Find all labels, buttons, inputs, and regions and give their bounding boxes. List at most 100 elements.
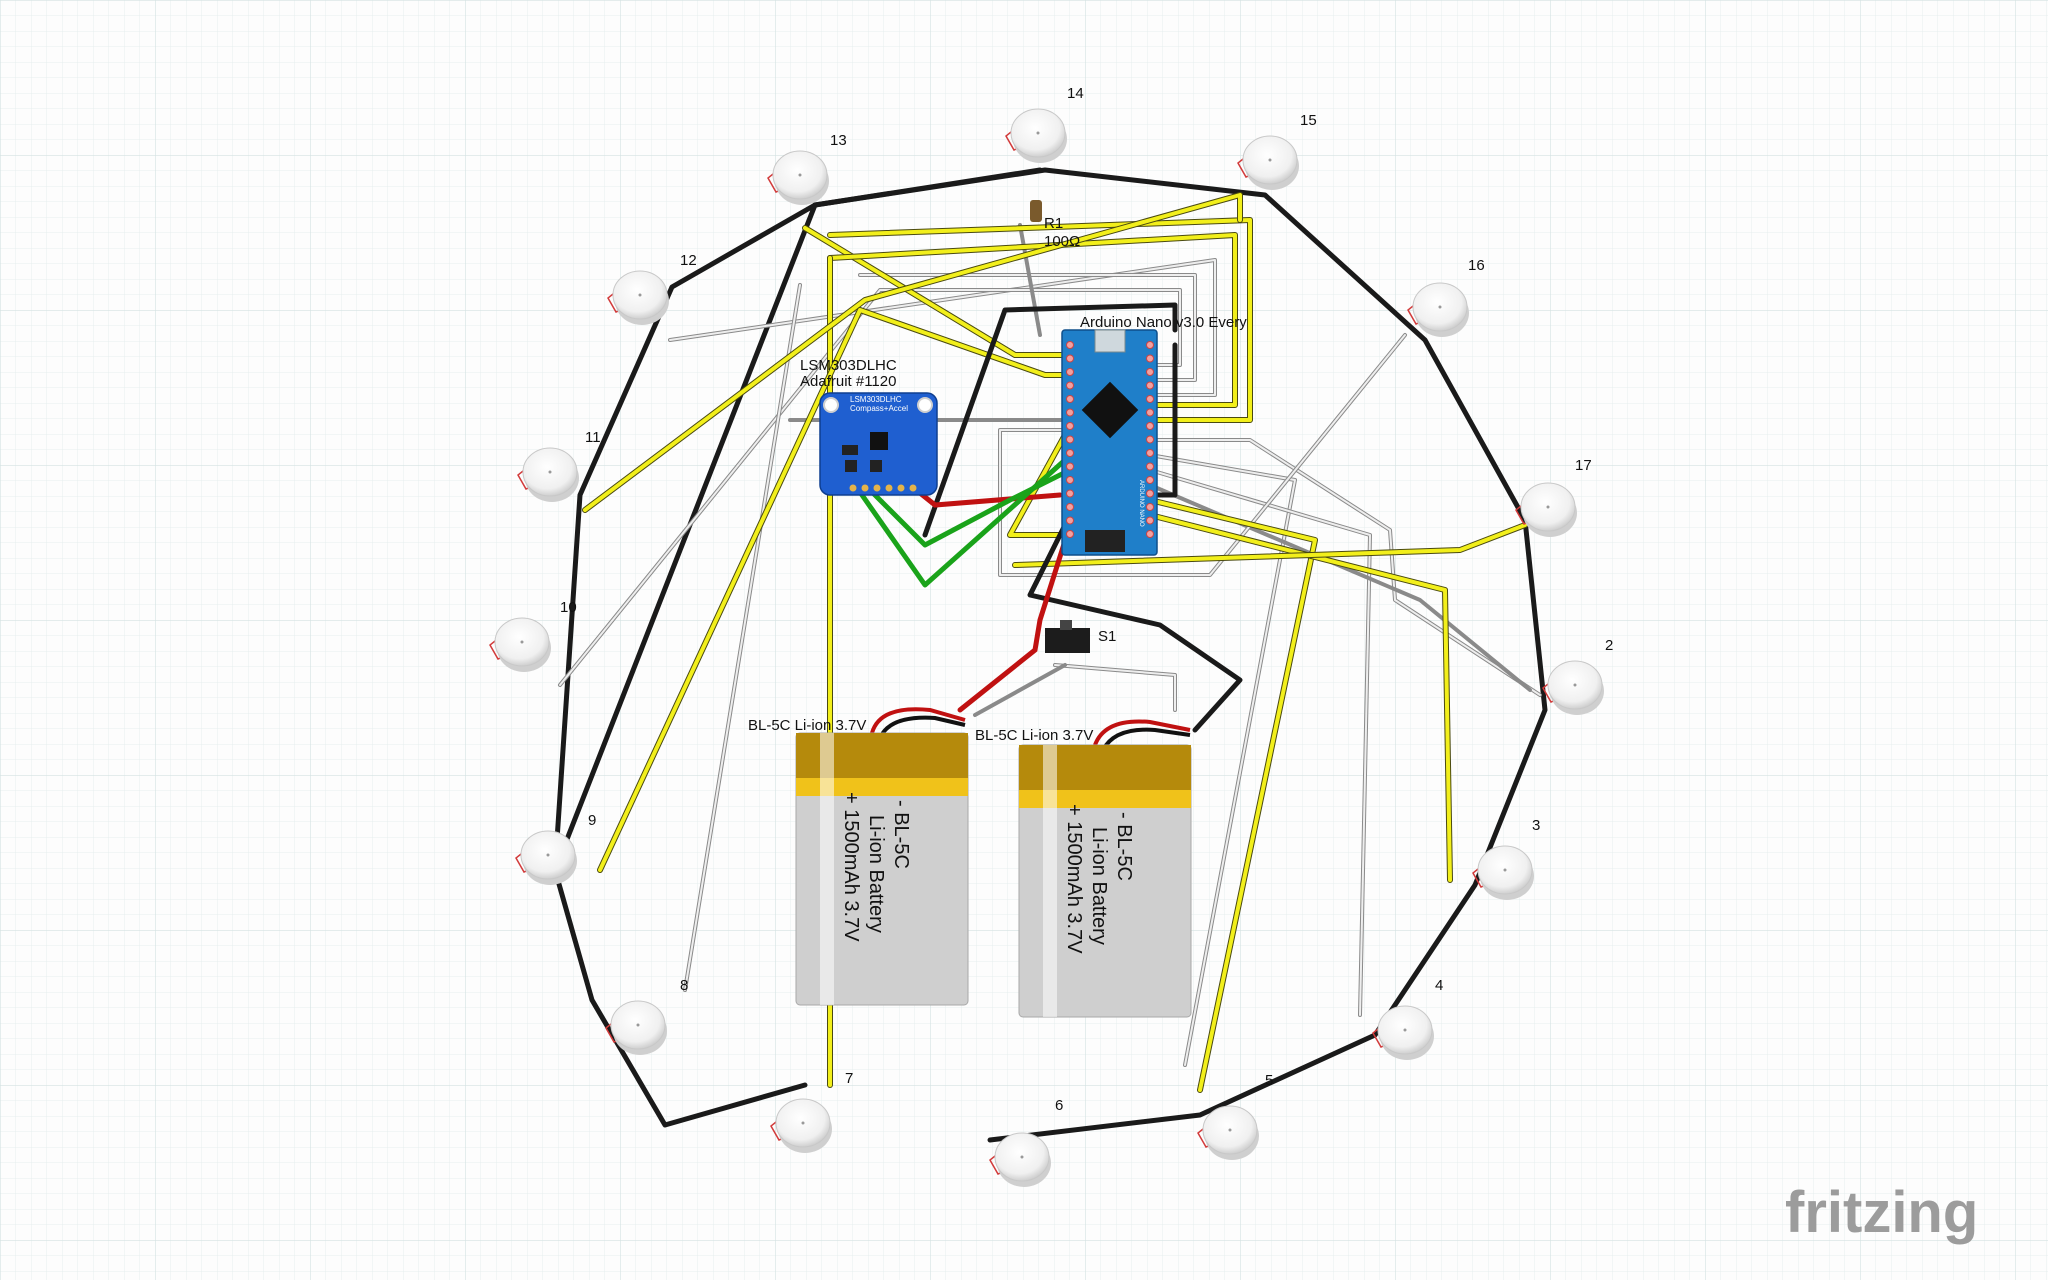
vibration-motor-9[interactable]: 9 bbox=[515, 812, 596, 885]
arduino-pin bbox=[1146, 341, 1154, 349]
vibration-motor-17[interactable]: 17 bbox=[1515, 457, 1592, 537]
vibration-motor-5[interactable]: 5 bbox=[1197, 1072, 1273, 1160]
vibration-motor-14[interactable]: 14 bbox=[1005, 85, 1084, 163]
arduino-pin bbox=[1146, 395, 1154, 403]
battery-1[interactable]: BL-5C Li-ion 3.7V - BL-5C Li-ion Battery… bbox=[748, 707, 969, 1006]
sensor-ic-small bbox=[845, 460, 857, 472]
vibration-motor-16[interactable]: 16 bbox=[1407, 257, 1485, 337]
motor-label: 6 bbox=[1055, 1097, 1063, 1114]
motor-label: 15 bbox=[1300, 112, 1317, 129]
vibration-motor-11[interactable]: 11 bbox=[517, 429, 601, 502]
sensor-regulator bbox=[842, 445, 858, 455]
resistor-body bbox=[1030, 200, 1042, 222]
arduino-pin bbox=[1146, 354, 1154, 363]
battery-1-caption: BL-5C Li-ion 3.7V bbox=[748, 717, 866, 734]
battery-2-stripe bbox=[1043, 745, 1057, 1017]
arduino-pin bbox=[1146, 462, 1154, 471]
arduino-pin bbox=[1066, 476, 1074, 484]
motor-label: 4 bbox=[1435, 977, 1443, 994]
battery-1-stripe bbox=[820, 733, 834, 1005]
sensor-board-line1: LSM303DLHC bbox=[850, 395, 902, 404]
arduino-title: Arduino Nano v3.0 Every bbox=[1080, 314, 1247, 331]
motor-label: 3 bbox=[1532, 817, 1540, 834]
arduino-nano[interactable]: Arduino Nano v3.0 Every ARDUINO NANO bbox=[1061, 314, 1247, 556]
motor-label: 17 bbox=[1575, 457, 1592, 474]
vibration-motor-10[interactable]: 10 bbox=[489, 599, 577, 672]
battery-1-leads bbox=[870, 707, 966, 734]
switch-body bbox=[1045, 628, 1090, 653]
mount-hole-right bbox=[917, 397, 933, 413]
switch-s1[interactable]: S1 bbox=[1045, 620, 1116, 653]
resistor-name: R1 bbox=[1044, 215, 1063, 232]
vibration-motors: 2 3 4 5 6 7 8 9 10 11 12 13 14 15 16 17 bbox=[489, 85, 1613, 1187]
arduino-pin bbox=[1146, 435, 1154, 444]
fritzing-watermark: fritzing bbox=[1785, 1180, 1978, 1245]
mcu-chip bbox=[1081, 381, 1139, 439]
icsp-header bbox=[1085, 530, 1125, 552]
battery-2-line2: Li-ion Battery bbox=[1088, 827, 1110, 945]
arduino-pin bbox=[1146, 422, 1154, 430]
vibration-motor-6[interactable]: 6 bbox=[989, 1097, 1063, 1187]
arduino-pin bbox=[1146, 489, 1154, 498]
motor-label: 8 bbox=[680, 977, 688, 994]
arduino-pins bbox=[1066, 341, 1154, 538]
battery-2[interactable]: BL-5C Li-ion 3.7V - BL-5C Li-ion Battery… bbox=[975, 719, 1192, 1018]
arduino-pin bbox=[1146, 381, 1154, 390]
battery-1-line1: - BL-5C bbox=[890, 800, 912, 869]
arduino-pin bbox=[1146, 368, 1154, 376]
resistor-value: 100Ω bbox=[1044, 233, 1080, 250]
motor-label: 16 bbox=[1468, 257, 1485, 274]
arduino-pin bbox=[1066, 422, 1074, 430]
arduino-pin bbox=[1066, 354, 1074, 363]
black-signal-wires bbox=[922, 302, 1243, 733]
sensor-board-line2: Compass+Accel bbox=[850, 404, 908, 413]
arduino-pin bbox=[1066, 449, 1074, 457]
battery-2-leads bbox=[1093, 719, 1191, 746]
vibration-motor-3[interactable]: 3 bbox=[1472, 817, 1540, 900]
lsm303-sensor[interactable]: LSM303DLHC Adafruit #1120 LSM303DLHC Com… bbox=[800, 357, 938, 496]
battery-2-band bbox=[1019, 790, 1191, 808]
switch-name: S1 bbox=[1098, 628, 1116, 645]
switch-slider bbox=[1060, 620, 1072, 630]
motor-label: 2 bbox=[1605, 637, 1613, 654]
arduino-pin bbox=[1146, 449, 1154, 457]
arduino-pin bbox=[1066, 341, 1074, 349]
vibration-motor-4[interactable]: 4 bbox=[1372, 977, 1443, 1060]
sensor-title-line2: Adafruit #1120 bbox=[800, 373, 896, 390]
arduino-pin bbox=[1066, 408, 1074, 417]
battery-1-line2: Li-ion Battery bbox=[865, 815, 887, 933]
sensor-chip bbox=[870, 432, 888, 450]
sensor-ic-small-2 bbox=[870, 460, 882, 472]
motor-label: 13 bbox=[830, 132, 847, 149]
arduino-pin bbox=[1146, 408, 1154, 417]
arduino-pin bbox=[1146, 516, 1154, 525]
motor-label: 10 bbox=[560, 599, 577, 616]
vibration-motor-13[interactable]: 13 bbox=[767, 132, 847, 205]
arduino-pin bbox=[1066, 381, 1074, 390]
arduino-pin bbox=[1066, 368, 1074, 376]
motor-label: 14 bbox=[1067, 85, 1084, 102]
vibration-motor-12[interactable]: 12 bbox=[607, 252, 697, 325]
arduino-pin bbox=[1066, 530, 1074, 538]
arduino-pin bbox=[1066, 489, 1074, 498]
vibration-motor-7[interactable]: 7 bbox=[770, 1070, 853, 1153]
arduino-pin bbox=[1146, 503, 1154, 511]
sensor-pin-header bbox=[849, 484, 917, 492]
vibration-motor-15[interactable]: 15 bbox=[1237, 112, 1317, 190]
vibration-motor-8[interactable]: 8 bbox=[605, 977, 688, 1055]
resistor-r1[interactable]: R1 100Ω bbox=[1030, 200, 1080, 250]
arduino-pin bbox=[1146, 476, 1154, 484]
vibration-motor-2[interactable]: 2 bbox=[1542, 637, 1613, 715]
usb-connector bbox=[1094, 329, 1126, 353]
battery-2-caption: BL-5C Li-ion 3.7V bbox=[975, 727, 1093, 744]
motor-label: 12 bbox=[680, 252, 697, 269]
battery-1-line3: + 1500mAh 3.7V bbox=[840, 792, 862, 942]
mount-hole-left bbox=[823, 397, 839, 413]
arduino-pin bbox=[1066, 503, 1074, 511]
arduino-pin bbox=[1066, 435, 1074, 444]
motor-label: 9 bbox=[588, 812, 596, 829]
sensor-title-line1: LSM303DLHC bbox=[800, 357, 897, 374]
arduino-pin bbox=[1066, 395, 1074, 403]
